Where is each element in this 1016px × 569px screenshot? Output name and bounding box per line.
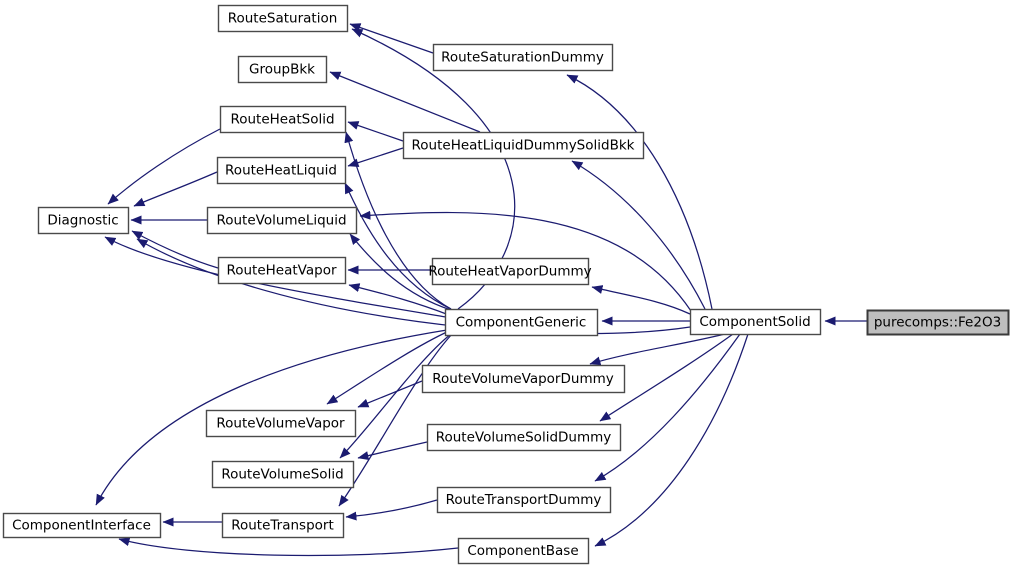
- node-box-Diagnostic: [37, 206, 130, 235]
- node-label-RouteVolumeSolidDummy: RouteVolumeSolidDummy: [436, 430, 612, 446]
- node-RouteVolumeVapor[interactable]: RouteVolumeVapor: [205, 409, 357, 438]
- node-purecomps_Fe2O3[interactable]: purecomps::Fe2O3: [866, 309, 1010, 336]
- node-label-RouteSaturation: RouteSaturation: [228, 11, 338, 27]
- node-label-RouteHeatLiquid: RouteHeatLiquid: [225, 163, 337, 179]
- edge-ComponentGeneric-to-RouteVolumeVapor: [326, 330, 450, 405]
- node-box-RouteHeatVapor: [217, 256, 347, 285]
- node-box-ComponentInterface: [2, 512, 162, 539]
- node-box-RouteHeatLiquid: [216, 156, 347, 185]
- edge-RouteHeatVapor-to-Diagnostic: [131, 230, 219, 269]
- edge-RouteSaturationDummy-to-RouteSaturation: [349, 23, 434, 54]
- edge-ComponentSolid-to-ComponentBase: [594, 333, 749, 547]
- node-RouteVolumeLiquid[interactable]: RouteVolumeLiquid: [206, 206, 358, 235]
- edge-ComponentBase-to-ComponentInterface: [118, 537, 459, 557]
- node-label-RouteHeatVapor: RouteHeatVapor: [226, 263, 336, 279]
- node-box-ComponentBase: [457, 537, 590, 565]
- edge-RouteVolumeSolidDummy-to-RouteVolumeSolid: [357, 441, 428, 461]
- edge-RouteTransportDummy-to-RouteTransport: [345, 499, 438, 521]
- edges-layer: [95, 23, 867, 557]
- node-RouteVolumeSolid[interactable]: RouteVolumeSolid: [211, 460, 355, 489]
- node-label-RouteTransportDummy: RouteTransportDummy: [446, 492, 602, 508]
- edge-ComponentSolid-to-RouteVolumeLiquid: [359, 210, 692, 312]
- node-label-ComponentGeneric: ComponentGeneric: [456, 315, 587, 331]
- edge-ComponentSolid-to-RouteTransportDummy: [594, 333, 741, 482]
- node-label-RouteHeatLiquidDummySolidBkk: RouteHeatLiquidDummySolidBkk: [412, 138, 635, 154]
- node-box-RouteHeatVaporDummy: [431, 257, 590, 286]
- node-box-RouteVolumeSolid: [211, 460, 355, 489]
- node-RouteSaturationDummy[interactable]: RouteSaturationDummy: [432, 43, 614, 72]
- edge-ComponentGeneric-to-RouteHeatLiquid: [344, 182, 452, 310]
- nodes-layer: RouteSaturationRouteSaturationDummyGroup…: [2, 4, 1010, 565]
- node-label-ComponentSolid: ComponentSolid: [699, 314, 810, 330]
- node-box-RouteVolumeLiquid: [206, 206, 358, 235]
- node-RouteVolumeSolidDummy[interactable]: RouteVolumeSolidDummy: [426, 423, 622, 452]
- node-box-RouteHeatLiquidDummySolidBkk: [402, 131, 645, 160]
- node-RouteVolumeVaporDummy[interactable]: RouteVolumeVaporDummy: [421, 364, 626, 394]
- node-label-RouteVolumeSolid: RouteVolumeSolid: [221, 467, 343, 483]
- edge-RouteHeatLiquid-to-Diagnostic: [133, 171, 218, 207]
- node-box-RouteSaturationDummy: [432, 43, 614, 72]
- edge-ComponentGeneric-to-RouteHeatVapor: [348, 283, 450, 316]
- edge-ComponentGeneric-to-RouteVolumeLiquid: [349, 233, 452, 311]
- edge-ComponentSolid-to-RouteHeatVaporDummy: [591, 285, 691, 315]
- edge-ComponentSolid-to-RouteVolumeVaporDummy: [589, 333, 726, 366]
- node-box-ComponentSolid: [689, 308, 822, 336]
- node-label-Diagnostic: Diagnostic: [47, 213, 118, 229]
- node-box-RouteHeatSolid: [219, 105, 347, 134]
- node-label-RouteVolumeLiquid: RouteVolumeLiquid: [216, 213, 346, 229]
- node-box-GroupBkk: [237, 55, 328, 84]
- node-label-RouteHeatVaporDummy: RouteHeatVaporDummy: [428, 264, 591, 280]
- edge-ComponentGeneric-to-RouteVolumeSolid: [339, 333, 452, 459]
- node-label-ComponentBase: ComponentBase: [467, 543, 578, 559]
- node-box-RouteTransport: [221, 512, 345, 539]
- node-label-RouteSaturationDummy: RouteSaturationDummy: [441, 50, 604, 66]
- node-RouteHeatLiquidDummySolidBkk[interactable]: RouteHeatLiquidDummySolidBkk: [402, 131, 645, 160]
- edge-RouteHeatLiquidDummySolidBkk-to-RouteHeatLiquid: [347, 147, 404, 168]
- node-label-RouteVolumeVaporDummy: RouteVolumeVaporDummy: [432, 371, 613, 387]
- edge-RouteHeatLiquidDummySolidBkk-to-GroupBkk: [329, 71, 481, 133]
- node-ComponentBase[interactable]: ComponentBase: [457, 537, 590, 565]
- node-box-ComponentGeneric: [444, 308, 599, 337]
- node-label-RouteVolumeVapor: RouteVolumeVapor: [216, 416, 345, 432]
- edge-ComponentSolid-to-RouteSaturationDummy: [566, 74, 713, 310]
- node-box-RouteVolumeVapor: [205, 409, 357, 438]
- edge-ComponentSolid-to-RouteVolumeSolidDummy: [599, 333, 734, 422]
- node-GroupBkk[interactable]: GroupBkk: [237, 55, 328, 84]
- edge-ComponentGeneric-to-ComponentInterface: [95, 329, 448, 506]
- node-label-RouteHeatSolid: RouteHeatSolid: [230, 112, 334, 128]
- node-Diagnostic[interactable]: Diagnostic: [37, 206, 130, 235]
- edge-RouteHeatSolid-to-Diagnostic: [107, 128, 221, 205]
- edge-RouteHeatLiquidDummySolidBkk-to-RouteHeatSolid: [347, 121, 404, 142]
- node-box-RouteVolumeVaporDummy: [421, 364, 626, 394]
- node-RouteHeatLiquid[interactable]: RouteHeatLiquid: [216, 156, 347, 185]
- node-label-purecomps_Fe2O3: purecomps::Fe2O3: [874, 315, 1001, 331]
- node-ComponentInterface[interactable]: ComponentInterface: [2, 512, 162, 539]
- edge-ComponentGeneric-to-RouteHeatSolid: [344, 131, 452, 310]
- node-RouteSaturation[interactable]: RouteSaturation: [217, 4, 349, 33]
- node-RouteTransport[interactable]: RouteTransport: [221, 512, 345, 539]
- node-box-RouteVolumeSolidDummy: [426, 423, 622, 452]
- edge-ComponentSolid-to-RouteHeatLiquidDummySolidBkk: [571, 160, 706, 310]
- node-box-RouteSaturation: [217, 4, 349, 33]
- node-box-purecomps_Fe2O3: [866, 309, 1010, 336]
- node-RouteHeatVapor[interactable]: RouteHeatVapor: [217, 256, 347, 285]
- node-label-ComponentInterface: ComponentInterface: [12, 518, 151, 534]
- node-label-RouteTransport: RouteTransport: [231, 518, 334, 534]
- edge-RouteVolumeVaporDummy-to-RouteVolumeVapor: [357, 380, 423, 408]
- node-RouteTransportDummy[interactable]: RouteTransportDummy: [436, 486, 612, 514]
- node-RouteHeatVaporDummy[interactable]: RouteHeatVaporDummy: [428, 257, 592, 286]
- edge-ComponentSolid-to-Diagnostic: [136, 238, 691, 335]
- node-ComponentGeneric[interactable]: ComponentGeneric: [444, 308, 599, 337]
- node-label-GroupBkk: GroupBkk: [249, 62, 315, 78]
- node-box-RouteTransportDummy: [436, 486, 612, 514]
- node-RouteHeatSolid[interactable]: RouteHeatSolid: [219, 105, 347, 134]
- node-ComponentSolid[interactable]: ComponentSolid: [689, 308, 822, 336]
